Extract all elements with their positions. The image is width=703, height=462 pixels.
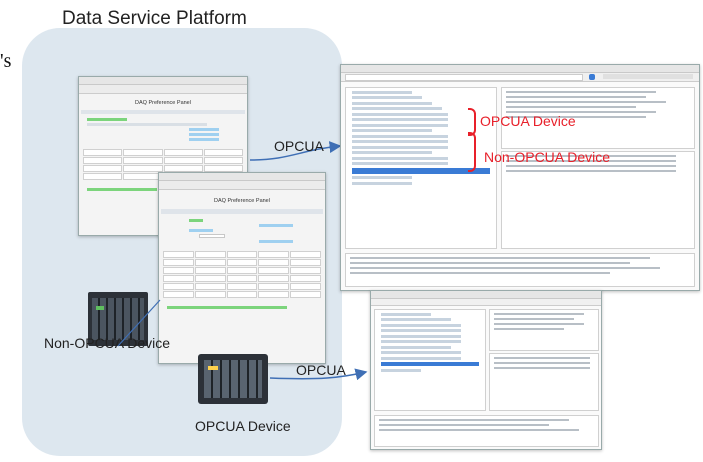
opcua-device-image: [198, 350, 268, 406]
non-opcua-device-label: Non-OPCUA Device: [44, 335, 171, 351]
non-opcua-link: [117, 299, 161, 347]
opcua-label-top: OPCUA: [274, 138, 324, 154]
opcua-browser-window-small: [370, 290, 602, 450]
opcua-arrow-top: [249, 141, 342, 161]
daq-preference-panel-1: DAQ Preference Panel: [78, 76, 248, 236]
non-opcua-device-image: [88, 292, 148, 346]
opcua-arrow-bottom: [269, 368, 368, 381]
opcua-browser-window: [340, 64, 700, 291]
platform-title: Data Service Platform: [62, 8, 247, 29]
opcua-label-bottom: OPCUA: [296, 362, 346, 378]
non-opcua-bracket: [468, 132, 476, 172]
daq-panel-2-heading: DAQ Preference Panel: [214, 198, 270, 204]
opcua-device-label: OPCUA Device: [195, 418, 291, 434]
non-opcua-device-annotation: Non-OPCUA Device: [484, 149, 611, 165]
daq-preference-panel-2: DAQ Preference Panel: [158, 172, 326, 364]
daq-panel-1-heading: DAQ Preference Panel: [135, 100, 191, 106]
stray-text: 's: [0, 50, 12, 72]
opcua-device-annotation: OPCUA Device: [480, 113, 576, 129]
